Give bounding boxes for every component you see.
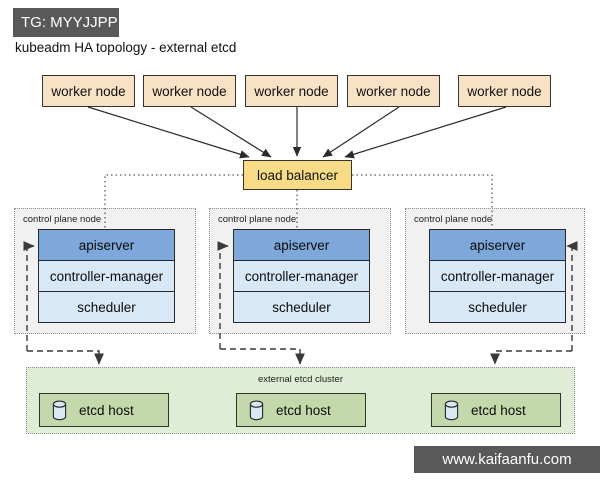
external-etcd-cluster-label: external etcd cluster bbox=[257, 374, 343, 385]
worker-node-box-1: worker node bbox=[42, 75, 135, 107]
worker-to-lb-arrows bbox=[87, 106, 507, 159]
etcd-host-box-3: etcd host bbox=[431, 393, 561, 427]
load-balancer-label: load balancer bbox=[256, 167, 339, 183]
worker-node-label: worker node bbox=[356, 83, 431, 99]
etcd-host-label: etcd host bbox=[79, 402, 134, 418]
scheduler-box: scheduler bbox=[430, 291, 565, 322]
control-plane-stack: apiserver controller-manager scheduler bbox=[38, 229, 175, 323]
control-plane-stack: apiserver controller-manager scheduler bbox=[233, 229, 370, 323]
control-plane-stack: apiserver controller-manager scheduler bbox=[429, 229, 566, 323]
load-balancer-box: load balancer bbox=[243, 160, 352, 190]
etcd-host-label: etcd host bbox=[276, 402, 331, 418]
worker-node-box-3: worker node bbox=[245, 75, 338, 107]
etcd-host-label: etcd host bbox=[471, 402, 526, 418]
control-plane-node-label: control plane node bbox=[218, 214, 297, 225]
control-plane-node-box-3: control plane node apiserver controller-… bbox=[405, 208, 585, 334]
worker-node-box-2: worker node bbox=[143, 75, 236, 107]
apiserver-box: apiserver bbox=[39, 230, 174, 260]
control-plane-node-label: control plane node bbox=[23, 214, 102, 225]
controller-manager-box: controller-manager bbox=[234, 260, 369, 291]
worker-node-label: worker node bbox=[467, 83, 542, 99]
scheduler-box: scheduler bbox=[234, 291, 369, 322]
database-icon bbox=[444, 399, 459, 420]
etcd-host-box-1: etcd host bbox=[39, 393, 169, 427]
database-icon bbox=[52, 399, 67, 420]
control-plane-node-label: control plane node bbox=[414, 214, 493, 225]
external-etcd-cluster-box: external etcd cluster etcd host etcd hos… bbox=[26, 367, 575, 434]
controller-manager-box: controller-manager bbox=[430, 260, 565, 291]
diagram-title: kubeadm HA topology - external etcd bbox=[15, 40, 237, 55]
etcd-host-box-2: etcd host bbox=[236, 393, 366, 427]
scheduler-box: scheduler bbox=[39, 291, 174, 322]
control-plane-node-box-1: control plane node apiserver controller-… bbox=[14, 208, 196, 334]
tag-text: TG: MYYJJPP bbox=[21, 14, 118, 31]
apiserver-box: apiserver bbox=[234, 230, 369, 260]
worker-node-box-4: worker node bbox=[347, 75, 440, 107]
worker-node-box-5: worker node bbox=[458, 75, 551, 107]
apiserver-box: apiserver bbox=[430, 230, 565, 260]
database-icon bbox=[249, 399, 264, 420]
worker-node-label: worker node bbox=[51, 83, 126, 99]
tag-banner: TG: MYYJJPP bbox=[13, 8, 119, 37]
watermark-banner: www.kaifaanfu.com bbox=[414, 446, 600, 473]
worker-node-label: worker node bbox=[254, 83, 329, 99]
controller-manager-box: controller-manager bbox=[39, 260, 174, 291]
control-plane-node-box-2: control plane node apiserver controller-… bbox=[209, 208, 391, 334]
worker-node-label: worker node bbox=[152, 83, 227, 99]
watermark-text: www.kaifaanfu.com bbox=[442, 451, 572, 468]
